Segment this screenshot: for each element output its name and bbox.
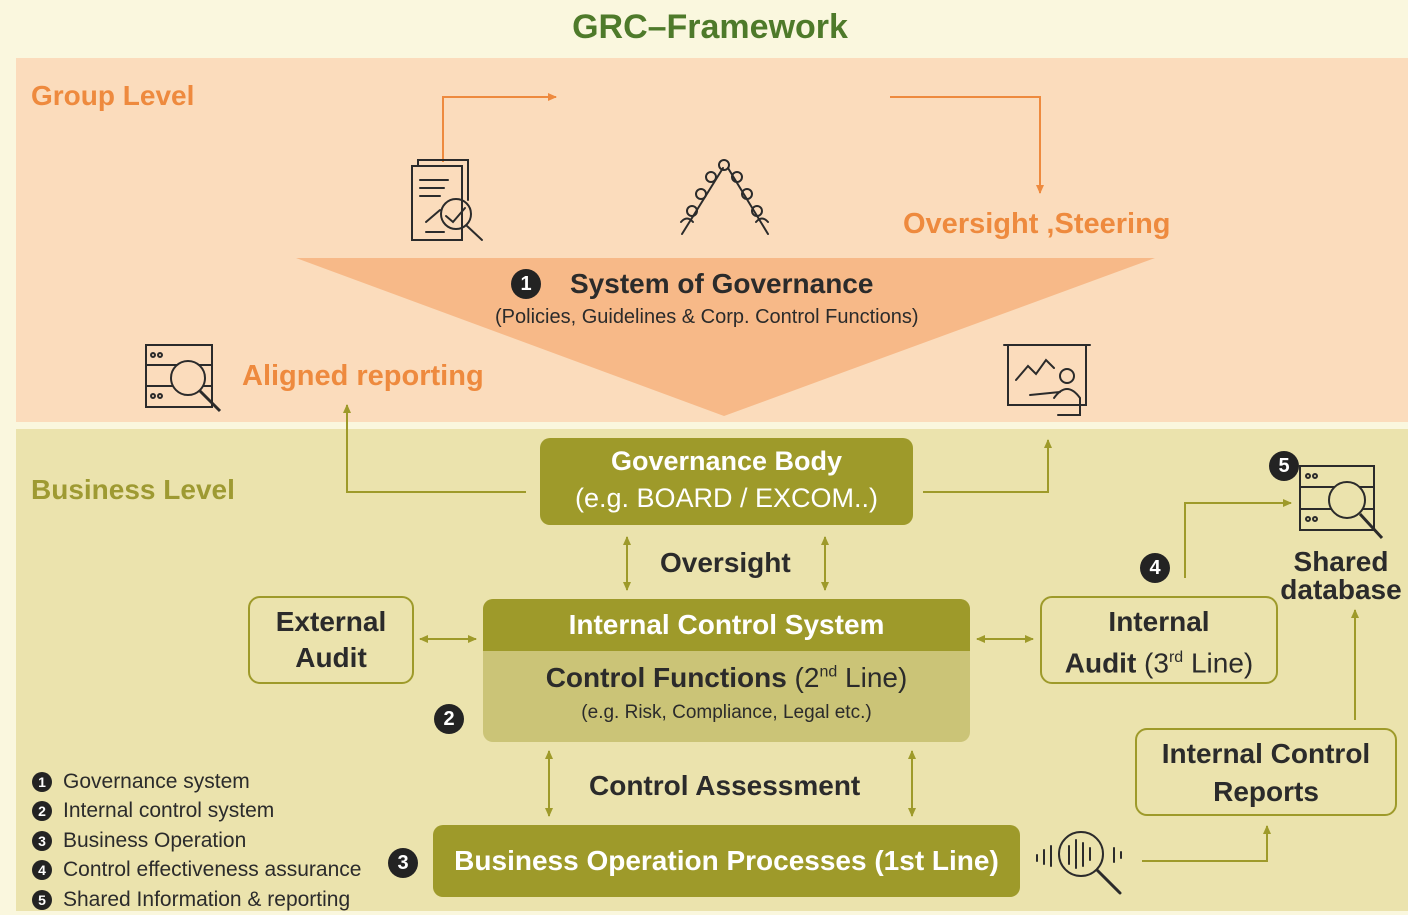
shared-database-line1: Shared xyxy=(1293,546,1389,577)
second-line-post: Line) xyxy=(837,662,908,693)
legend-number: 4 xyxy=(32,860,52,881)
legend-item: 4 Control effectiveness assurance xyxy=(32,856,361,886)
oversight-arrow-right xyxy=(890,96,1044,194)
report-analysis-icon xyxy=(411,159,483,241)
legend-item: 3 Business Operation xyxy=(32,826,361,856)
badge-4: 4 xyxy=(1140,553,1170,583)
external-audit-line2: Audit xyxy=(295,642,367,673)
database-search-icon xyxy=(145,344,222,413)
legend-number: 1 xyxy=(32,771,52,792)
oversight-arrow-left xyxy=(442,93,557,162)
legend-text: Control effectiveness assurance xyxy=(63,858,362,882)
internal-control-reports-line1: Internal Control xyxy=(1161,738,1371,769)
aligned-reporting-label: Aligned reporting xyxy=(242,360,484,392)
reporting-arrow-left xyxy=(343,404,526,493)
reporting-arrow-right xyxy=(923,439,1052,493)
bop-to-reports-arrow xyxy=(1142,825,1271,862)
legend-text: Shared Information & reporting xyxy=(63,887,351,911)
system-of-governance-triangle xyxy=(296,258,1155,416)
external-audit-line1: External xyxy=(275,606,387,637)
internal-audit-post: Line) xyxy=(1183,647,1254,679)
governance-body-box: Governance Body (e.g. BOARD / EXCOM..) xyxy=(540,438,913,525)
oversight-label: Oversight xyxy=(660,547,791,578)
internal-control-system-box: Internal Control System Control Function… xyxy=(483,599,970,742)
diagram-title: GRC–Framework xyxy=(572,8,848,46)
badge-3: 3 xyxy=(388,848,418,878)
shared-database-label: Shared database xyxy=(1276,548,1406,604)
internal-audit-box: Internal Audit (3rd Line) xyxy=(1040,596,1278,684)
legend-number: 2 xyxy=(32,801,52,822)
system-of-governance-subtitle: (Policies, Guidelines & Corp. Control Fu… xyxy=(495,306,919,328)
badge-5: 5 xyxy=(1269,451,1299,481)
control-functions-label: Control Functions xyxy=(545,662,787,693)
legend-item: 5 Shared Information & reporting xyxy=(32,885,361,915)
internal-audit-line2: Audit (3rd Line) xyxy=(1042,640,1276,681)
internal-audit-bold: Audit xyxy=(1064,647,1137,679)
oversight-steering-label: Oversight ,Steering xyxy=(903,208,1171,240)
control-functions-line: Control Functions (2nd Line) xyxy=(483,662,970,694)
legend-number: 3 xyxy=(32,830,52,851)
legend-item: 2 Internal control system xyxy=(32,797,361,827)
second-line-sup: nd xyxy=(819,663,838,681)
search-waveform-icon xyxy=(1036,831,1122,895)
badge-2: 2 xyxy=(434,704,464,734)
legend-text: Internal control system xyxy=(63,799,275,823)
internal-control-system-header: Internal Control System xyxy=(483,599,970,651)
system-of-governance-title: System of Governance xyxy=(570,268,874,299)
legend-text: Governance system xyxy=(63,769,250,793)
internal-control-reports-box: Internal Control Reports xyxy=(1135,728,1397,816)
legend-number: 5 xyxy=(32,889,52,910)
group-level-label: Group Level xyxy=(31,80,195,111)
badge-1: 1 xyxy=(511,269,541,299)
meeting-people-icon xyxy=(680,159,769,235)
governance-body-example: (e.g. BOARD / EXCOM..) xyxy=(574,483,879,513)
legend-item: 1 Governance system xyxy=(32,767,361,797)
second-line-pre: (2 xyxy=(794,662,820,693)
business-level-label: Business Level xyxy=(31,474,235,505)
internal-audit-line1: Internal xyxy=(1108,606,1210,637)
legend-text: Business Operation xyxy=(63,828,247,852)
governance-body-title: Governance Body xyxy=(610,446,843,476)
shared-database-line2: database xyxy=(1280,574,1402,605)
shared-database-icon xyxy=(1299,465,1384,540)
internal-control-reports-line2: Reports xyxy=(1213,776,1319,807)
control-functions-examples: (e.g. Risk, Compliance, Legal etc.) xyxy=(581,702,872,723)
internal-audit-to-db-arrow xyxy=(1184,499,1292,578)
legend: 1 Governance system 2 Internal control sys… xyxy=(32,767,361,915)
presentation-chart-icon xyxy=(1003,344,1091,416)
internal-audit-sup: rd xyxy=(1168,649,1184,666)
internal-audit-pre: (3 xyxy=(1136,647,1169,679)
business-operation-processes-box: Business Operation Processes (1st Line) xyxy=(433,825,1020,897)
external-audit-box: External Audit xyxy=(248,596,414,684)
control-assessment-label: Control Assessment xyxy=(589,770,861,801)
